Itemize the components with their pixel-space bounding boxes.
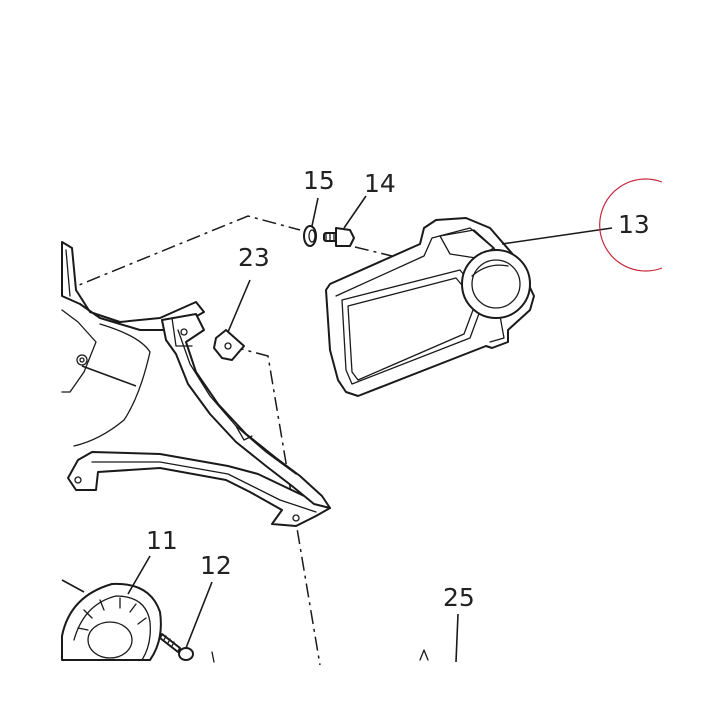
callout-11: 11 xyxy=(146,526,178,555)
mounting-bracket xyxy=(161,313,331,509)
part-25-marker xyxy=(419,613,459,663)
assembly-line-bracket xyxy=(61,215,301,293)
callout-12: 12 xyxy=(200,551,232,580)
assembly-line-dash xyxy=(354,246,393,257)
part-11-gauge-ring xyxy=(61,555,162,661)
part-14-screw xyxy=(323,195,367,247)
lower-panel xyxy=(67,451,331,527)
part-13-display-unit xyxy=(325,217,613,397)
callout-25: 25 xyxy=(443,583,475,612)
fairing-housing xyxy=(61,241,205,447)
callout-13: 13 xyxy=(618,210,650,239)
callout-23: 23 xyxy=(238,243,270,272)
part-15-washer xyxy=(303,197,319,247)
callout-15: 15 xyxy=(303,166,335,195)
callout-14: 14 xyxy=(364,169,396,198)
part-12-bolt xyxy=(159,581,215,663)
assembly-line-bolt xyxy=(229,345,321,666)
callout-13-highlight-arc xyxy=(599,178,663,272)
part-23-clip-nut xyxy=(213,279,251,361)
